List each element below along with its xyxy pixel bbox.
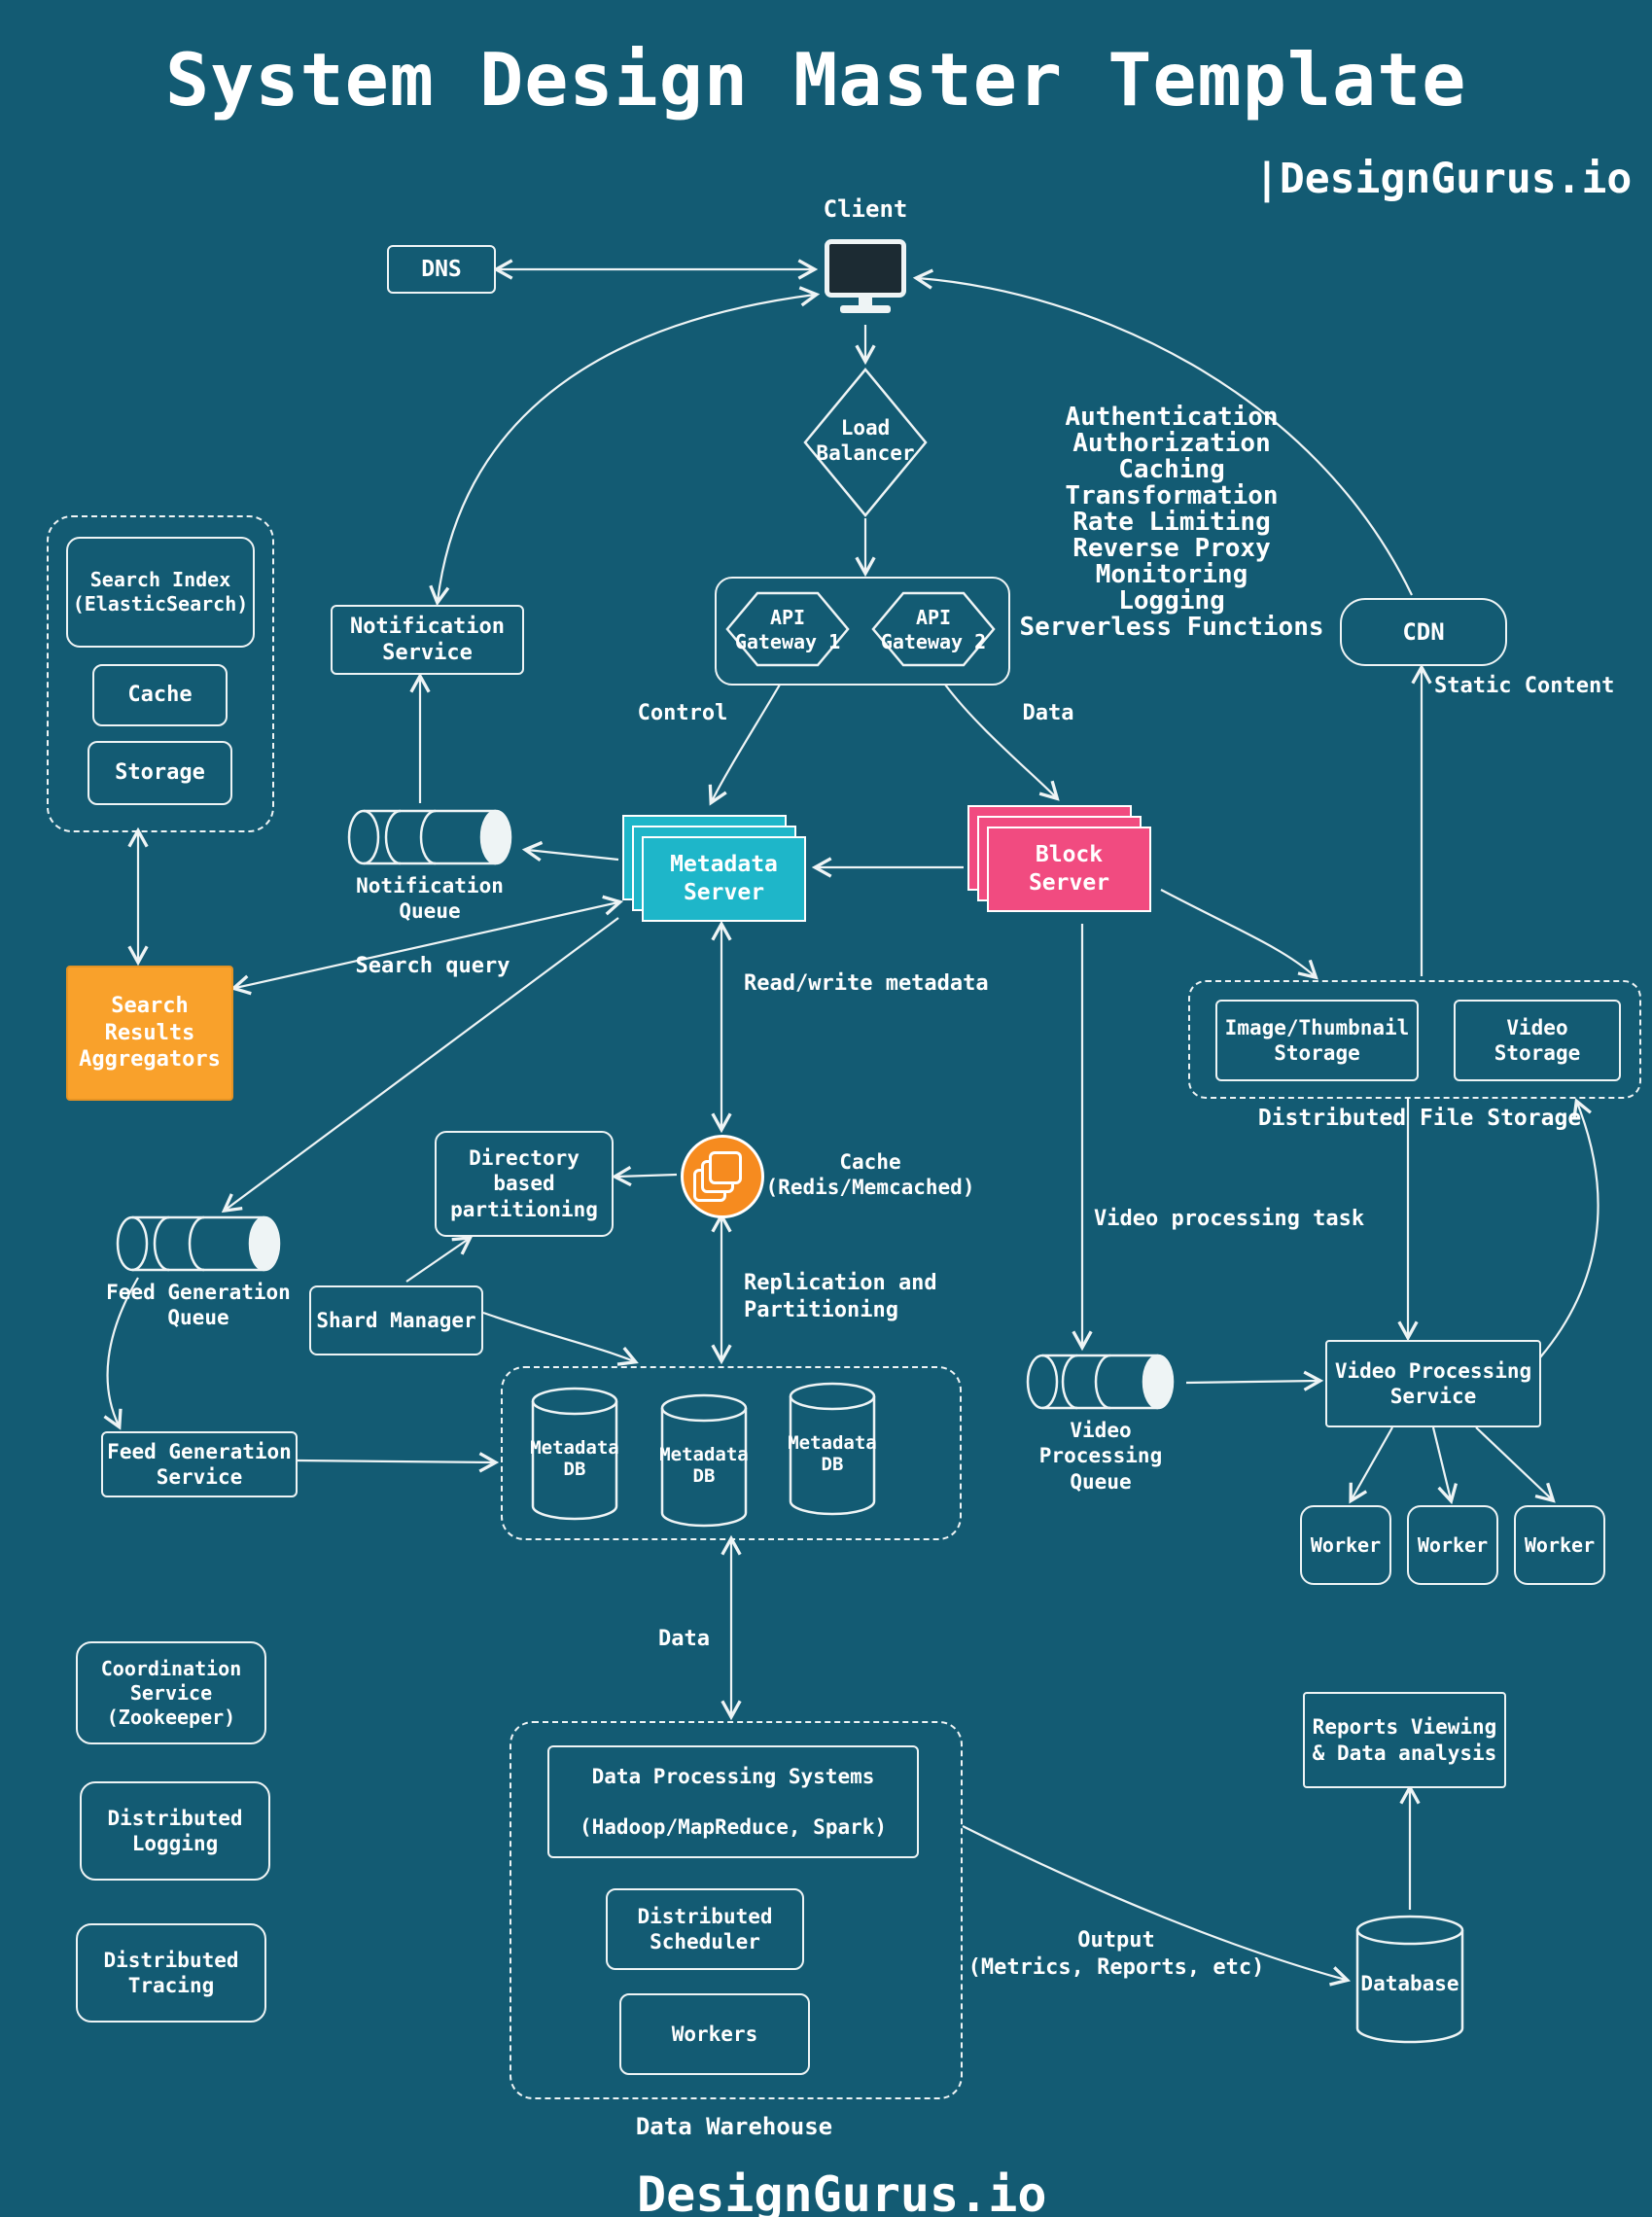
worker-3-node: Worker bbox=[1514, 1505, 1605, 1585]
search-results-aggregators-node: Search Results Aggregators bbox=[66, 966, 233, 1101]
video-queue-shape bbox=[1026, 1354, 1175, 1410]
client-base-icon bbox=[840, 305, 891, 313]
distributed-logging-node: Distributed Logging bbox=[80, 1781, 270, 1881]
output-label: Output (Metrics, Reports, etc) bbox=[967, 1928, 1265, 1980]
edge-videoqueue-vps bbox=[1185, 1370, 1324, 1391]
gateway-features-list: Authentication Authorization Caching Tra… bbox=[1019, 403, 1324, 642]
edge-metadata-feedqueue bbox=[221, 917, 619, 1214]
page-title: System Design Master Template bbox=[165, 37, 1467, 123]
edge-metadata-notification-queue bbox=[521, 840, 619, 862]
metadata-db-1-shape bbox=[531, 1387, 618, 1521]
feed-service-node: Feed Generation Service bbox=[101, 1431, 298, 1497]
replication-label: Replication and Partitioning bbox=[744, 1271, 937, 1322]
edge-aggregators-metadata bbox=[229, 895, 624, 996]
edge-vps-worker3 bbox=[1475, 1426, 1556, 1503]
search-index-node: Search Index (ElasticSearch) bbox=[66, 537, 255, 648]
brand-bottom: DesignGurus.io bbox=[637, 2166, 1047, 2217]
metadata-db-2-label: Metadata DB bbox=[659, 1444, 749, 1487]
data-warehouse-container bbox=[510, 1721, 963, 2099]
database-shape bbox=[1355, 1915, 1464, 2044]
static-content-label: Static Content bbox=[1434, 674, 1615, 698]
data-processing-node: Data Processing Systems (Hadoop/MapReduc… bbox=[547, 1745, 919, 1858]
distributed-tracing-node: Distributed Tracing bbox=[76, 1923, 266, 2023]
search-storage-node: Storage bbox=[88, 741, 232, 805]
dfs-label: Distributed File Storage bbox=[1257, 1106, 1582, 1131]
api-gateway-1-label: API Gateway 1 bbox=[734, 606, 841, 653]
edge-shard-metadatadb bbox=[482, 1311, 639, 1366]
metadata-server-card-front: Metadata Server bbox=[642, 836, 806, 922]
data-bottom-label: Data bbox=[658, 1627, 710, 1651]
brand-top: |DesignGurus.io bbox=[1254, 155, 1633, 203]
edge-shard-directory bbox=[405, 1236, 474, 1283]
edge-cdn-client bbox=[912, 268, 1413, 596]
edge-vps-worker1 bbox=[1349, 1426, 1393, 1504]
load-balancer-shape bbox=[803, 368, 928, 517]
search-index-container bbox=[47, 515, 274, 832]
data-top-label: Data bbox=[1022, 701, 1074, 725]
data-warehouse-label: Data Warehouse bbox=[635, 2113, 833, 2140]
worker-1-node: Worker bbox=[1300, 1505, 1391, 1585]
client-monitor-icon bbox=[825, 239, 906, 298]
metadata-db-2-shape bbox=[660, 1393, 748, 1528]
edge-vps-worker2 bbox=[1431, 1426, 1459, 1505]
video-processing-service-node: Video Processing Service bbox=[1325, 1340, 1541, 1427]
edge-feedservice-metadatadb bbox=[297, 1452, 500, 1473]
metadata-server-node: Metadata Server bbox=[622, 815, 807, 922]
coordination-service-node: Coordination Service (Zookeeper) bbox=[76, 1641, 266, 1744]
cache-chip-icon bbox=[709, 1151, 742, 1184]
read-write-metadata-label: Read/write metadata bbox=[744, 971, 989, 996]
cache-icon bbox=[681, 1135, 764, 1218]
edge-cache-directory bbox=[611, 1165, 678, 1187]
search-cache-node: Cache bbox=[92, 664, 228, 726]
cache-label: Cache (Redis/Memcached) bbox=[765, 1150, 975, 1200]
api-gateway-2-hexagon bbox=[871, 591, 996, 667]
image-thumbnail-storage-node: Image/Thumbnail Storage bbox=[1215, 1000, 1419, 1081]
edge-gateway-metadata-control bbox=[708, 684, 781, 806]
notification-service-node: Notification Service bbox=[331, 605, 524, 675]
search-query-label: Search query bbox=[355, 954, 510, 978]
notification-queue-label: Notification Queue bbox=[356, 874, 504, 924]
client-stand-icon bbox=[859, 296, 872, 306]
video-task-label: Video processing task bbox=[1094, 1207, 1365, 1231]
block-server-card-front: Block Server bbox=[987, 827, 1151, 912]
cdn-node: CDN bbox=[1340, 598, 1507, 666]
dns-node: DNS bbox=[387, 245, 496, 294]
feed-queue-shape bbox=[116, 1215, 281, 1272]
metadata-db-3-label: Metadata DB bbox=[788, 1432, 877, 1475]
edge-gateway-block-data bbox=[944, 684, 1060, 801]
control-label: Control bbox=[637, 701, 728, 725]
edge-vps-videostorage bbox=[1539, 1098, 1599, 1358]
block-server-node: Block Server bbox=[967, 805, 1152, 912]
shard-manager-node: Shard Manager bbox=[309, 1285, 483, 1355]
api-gateway-2-label: API Gateway 2 bbox=[880, 606, 987, 653]
worker-2-node: Worker bbox=[1407, 1505, 1498, 1585]
video-queue-label: Video Processing Queue bbox=[1038, 1419, 1163, 1494]
database-label: Database bbox=[1360, 1972, 1459, 1995]
feed-queue-label: Feed Generation Queue bbox=[106, 1281, 291, 1330]
distributed-scheduler-node: Distributed Scheduler bbox=[606, 1888, 804, 1970]
edge-feedqueue-feedservice bbox=[103, 1277, 139, 1430]
directory-partitioning-node: Directory based partitioning bbox=[435, 1131, 614, 1237]
dw-workers-node: Workers bbox=[619, 1993, 810, 2075]
metadata-db-3-shape bbox=[789, 1382, 876, 1516]
edge-notification-client bbox=[429, 286, 821, 607]
dfs-container bbox=[1188, 980, 1641, 1099]
metadata-db-1-label: Metadata DB bbox=[530, 1437, 619, 1480]
client-label: Client bbox=[823, 195, 908, 223]
video-storage-node: Video Storage bbox=[1454, 1000, 1621, 1081]
load-balancer-label: Load Balancer bbox=[816, 416, 915, 466]
edge-dataprocessing-database bbox=[962, 1825, 1352, 1987]
reports-node: Reports Viewing & Data analysis bbox=[1303, 1692, 1506, 1788]
edge-block-dfs bbox=[1160, 889, 1318, 980]
notification-queue-shape bbox=[347, 809, 512, 865]
